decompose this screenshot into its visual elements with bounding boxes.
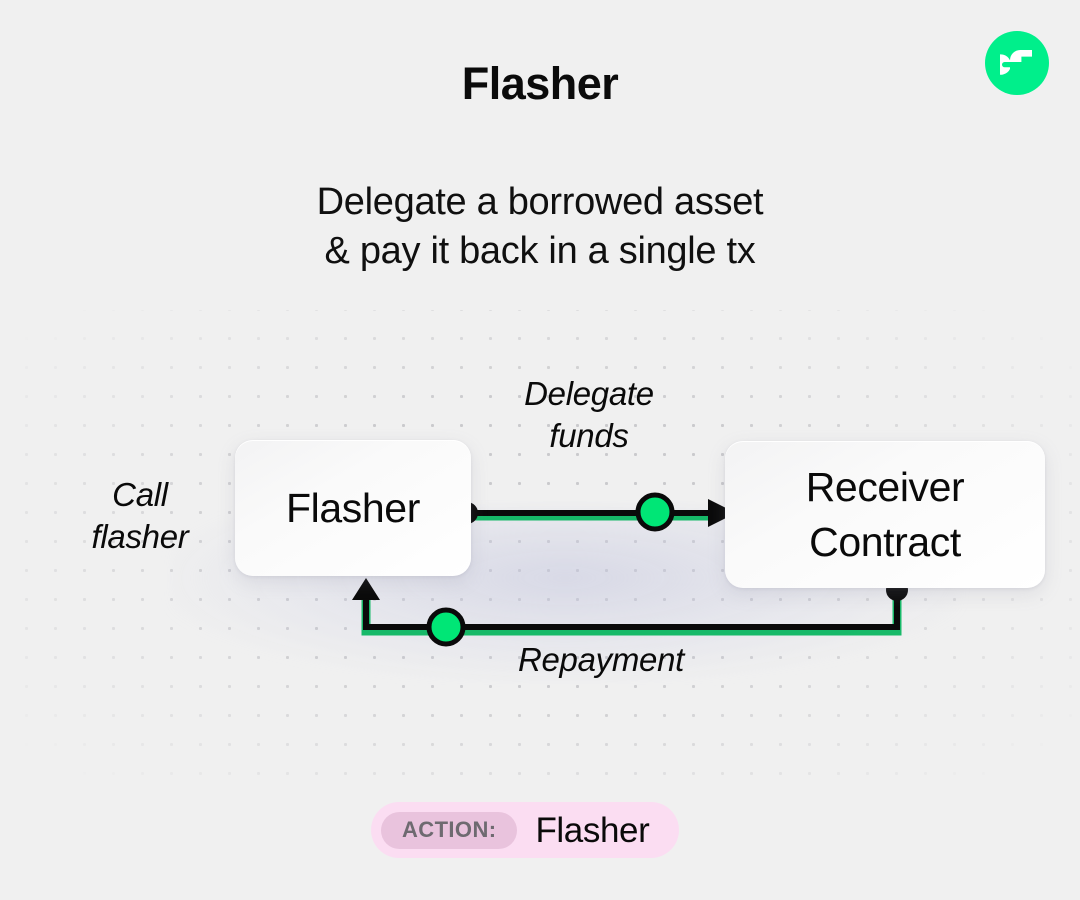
action-badge-tag: ACTION: [381,811,518,849]
subtitle-line-2: & pay it back in a single tx [324,230,756,272]
node-receiver[interactable]: Receiver Contract [725,441,1045,588]
node-flasher[interactable]: Flasher [235,440,471,576]
node-flasher-label: Flasher [286,485,420,531]
edge-label-call-flasher: Call flasher [91,476,189,555]
action-badge-value: Flasher [535,810,650,850]
flow-logo-icon [1000,46,1034,80]
edge-label-delegate-funds: Delegate funds [524,375,654,454]
flow-logo [985,31,1049,95]
page-title: Flasher [461,58,619,109]
action-badge: ACTION: Flasher [371,802,680,858]
node-receiver-label: Receiver Contract [805,463,965,565]
page-subtitle: Delegate a borrowed asset & pay it back … [0,178,1080,276]
edge-label-repayment: Repayment [517,641,685,678]
subtitle-line-1: Delegate a borrowed asset [316,181,764,223]
